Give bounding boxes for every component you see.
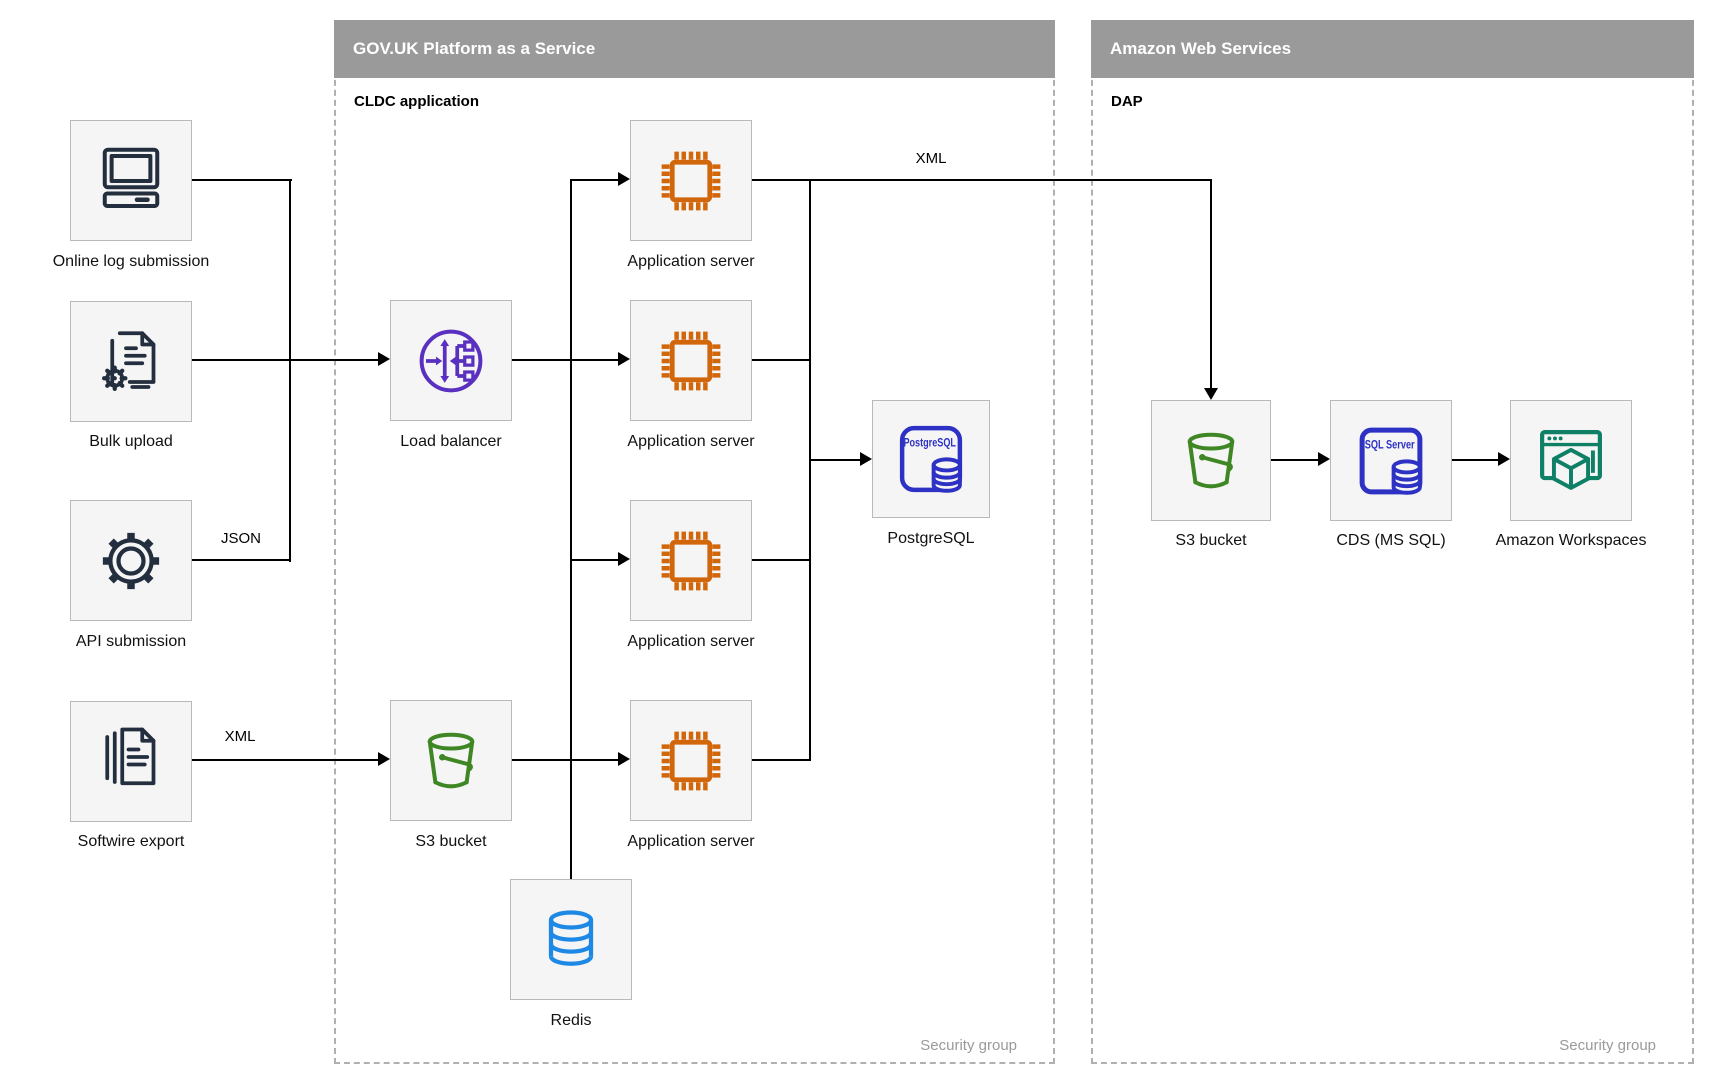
postgresql-database-icon: PostgreSQL (899, 425, 963, 493)
chip-icon (661, 531, 721, 590)
document-gear-icon (102, 330, 156, 391)
node-softwire-export (70, 701, 192, 822)
computer-icon (102, 147, 160, 208)
paas-sublabel: CLDC application (354, 93, 480, 110)
node-label-application-server-3: Application server (627, 633, 755, 650)
chip-icon (661, 331, 721, 390)
s3-bucket-icon (427, 732, 475, 788)
node-amazon-workspaces (1510, 400, 1632, 521)
aws-security-group-label: Security group (1559, 1037, 1656, 1054)
node-redis (510, 879, 632, 1000)
load-balancer-icon (419, 329, 483, 392)
edge-appserver1-to-aws (752, 179, 1212, 181)
edge-to-appserver-3 (571, 559, 618, 561)
node-label-api-submission: API submission (75, 633, 187, 650)
edge-collection-bus (809, 179, 811, 761)
arrowhead-into-postgresql (860, 452, 872, 466)
node-label-bulk-upload: Bulk upload (89, 433, 173, 450)
node-load-balancer (390, 300, 512, 421)
node-label-application-server-4: Application server (627, 833, 755, 850)
edge-to-postgresql (809, 459, 860, 461)
edge-appserver3-out (752, 559, 810, 561)
edge-label-xml-to-aws: XML (915, 150, 947, 167)
database-cylinder-icon (548, 909, 594, 966)
edge-merge-vertical (289, 179, 291, 562)
edge-label-xml-softwire: XML (224, 728, 256, 745)
sql-server-badge-text: SQL Server (1365, 437, 1415, 451)
edge-cds-to-workspaces (1452, 459, 1498, 461)
gear-icon (102, 532, 160, 589)
workspaces-icon (1540, 429, 1602, 490)
aws-security-group-container: Amazon Web Services DAP Security group (1091, 20, 1694, 1064)
node-label-online-log-submission: Online log submission (52, 253, 210, 270)
edge-loadbalancer-out (512, 359, 571, 361)
paas-header: GOV.UK Platform as a Service (334, 20, 1055, 78)
aws-header: Amazon Web Services (1091, 20, 1694, 78)
node-s3-bucket-aws (1151, 400, 1271, 521)
arrowhead-into-appserver-2 (618, 352, 630, 366)
arrowhead-into-cds (1318, 452, 1330, 466)
node-label-load-balancer: Load balancer (400, 433, 502, 450)
postgresql-badge-text: PostgreSQL (903, 436, 956, 450)
chip-icon (661, 731, 721, 790)
node-application-server-3 (630, 500, 752, 621)
edge-xml-down-to-s3aws (1210, 179, 1212, 388)
arrowhead-into-appserver-3 (618, 552, 630, 566)
edge-label-json: JSON (220, 530, 261, 547)
edge-to-appserver-4 (571, 759, 618, 761)
edge-api-json (192, 559, 291, 561)
aws-sublabel: DAP (1111, 93, 1143, 110)
s3-bucket-icon (1187, 432, 1235, 488)
edge-to-appserver-2 (571, 359, 618, 361)
node-label-cds-mssql: CDS (MS SQL) (1336, 532, 1446, 549)
edge-onlinelog-out (192, 179, 292, 181)
node-cds-mssql: SQL Server (1330, 400, 1452, 521)
paas-security-group-label: Security group (920, 1037, 1017, 1054)
node-online-log-submission (70, 120, 192, 241)
edge-appserver2-out (752, 359, 810, 361)
node-label-redis: Redis (550, 1012, 592, 1029)
node-application-server-1 (630, 120, 752, 241)
edge-s3aws-to-cds (1271, 459, 1318, 461)
aws-title: Amazon Web Services (1110, 39, 1292, 58)
node-label-softwire-export: Softwire export (77, 833, 185, 850)
node-api-submission (70, 500, 192, 621)
arrowhead-into-s3aws (1204, 388, 1218, 400)
edge-to-appserver-1 (571, 179, 618, 181)
node-postgresql: PostgreSQL (872, 400, 990, 518)
paas-security-group-container: GOV.UK Platform as a Service CLDC applic… (334, 20, 1055, 1064)
edge-s3paas-out (512, 759, 571, 761)
node-label-application-server-2: Application server (627, 433, 755, 450)
arrowhead-into-s3paas (378, 752, 390, 766)
arrowhead-into-appserver-4 (618, 752, 630, 766)
edge-appserver4-out (752, 759, 810, 761)
node-bulk-upload (70, 301, 192, 422)
node-application-server-2 (630, 300, 752, 421)
chip-icon (661, 151, 721, 210)
node-label-application-server-1: Application server (627, 253, 755, 270)
arrowhead-into-appserver-1 (618, 172, 630, 186)
edge-bulk-to-loadbalancer (192, 359, 378, 361)
document-stack-icon (105, 727, 156, 785)
arrowhead-into-loadbalancer (378, 352, 390, 366)
node-label-postgresql: PostgreSQL (887, 530, 975, 547)
node-application-server-4 (630, 700, 752, 821)
node-label-amazon-workspaces: Amazon Workspaces (1495, 532, 1647, 549)
sql-server-database-icon: SQL Server (1359, 427, 1423, 495)
node-label-s3-bucket-paas: S3 bucket (415, 833, 487, 850)
edge-softwire-to-s3 (192, 759, 378, 761)
node-label-s3-bucket-aws: S3 bucket (1175, 532, 1247, 549)
node-s3-bucket-paas (390, 700, 512, 821)
arrowhead-into-workspaces (1498, 452, 1510, 466)
paas-title: GOV.UK Platform as a Service (353, 39, 596, 58)
edge-distribution-bus (570, 179, 572, 880)
